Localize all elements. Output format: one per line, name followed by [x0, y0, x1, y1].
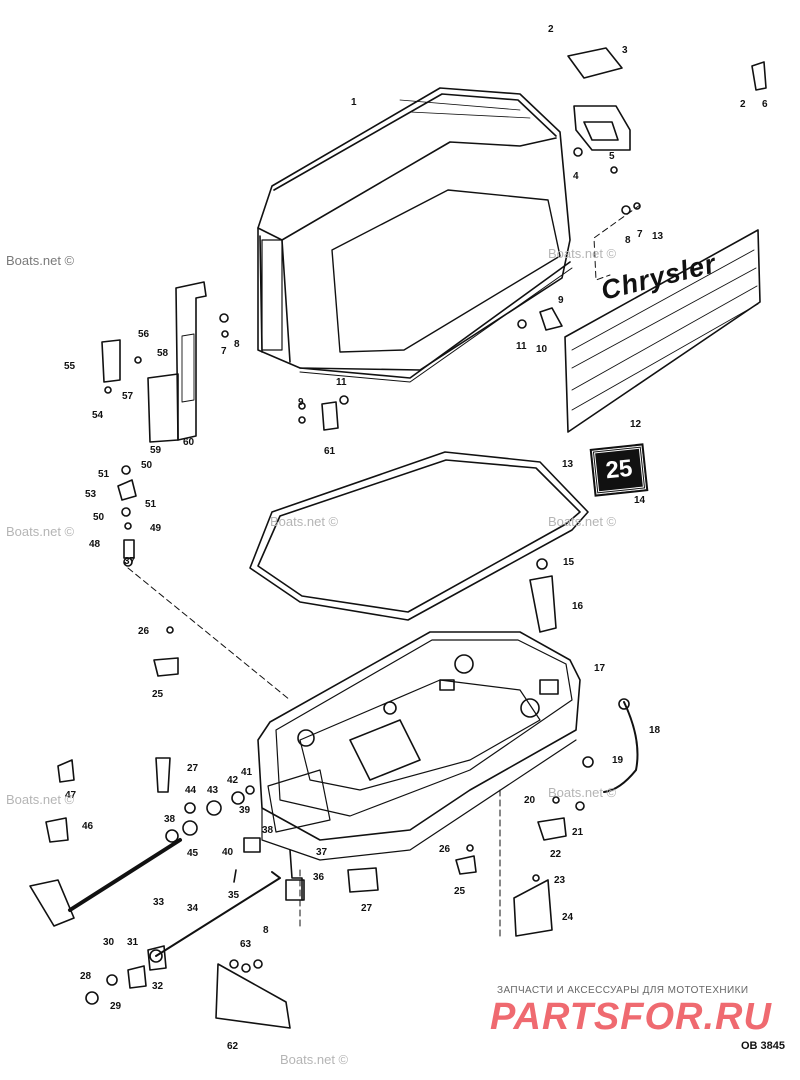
- part-label: 8: [625, 235, 631, 246]
- part-label: 8: [234, 339, 240, 350]
- part-label: 38: [164, 814, 176, 825]
- part-label: 11: [516, 341, 527, 352]
- part-label: 27: [361, 903, 373, 914]
- part-label: 48: [89, 539, 101, 550]
- part-label: 5: [609, 151, 615, 162]
- part-label: 37: [316, 847, 328, 858]
- part-label: 59: [150, 445, 162, 456]
- part-label: 50: [93, 512, 105, 523]
- part-label: 58: [157, 348, 169, 359]
- site-watermark: Boats.net ©: [270, 514, 339, 529]
- site-watermark: Boats.net ©: [6, 792, 75, 807]
- engine-cover: [257, 87, 573, 383]
- part-label: 3: [622, 45, 628, 56]
- part-label: 25: [152, 689, 164, 700]
- part-label: 16: [572, 601, 584, 612]
- part-label: 63: [240, 939, 252, 950]
- part-label: 13: [652, 231, 664, 242]
- part-label: 30: [103, 937, 115, 948]
- part-label: 21: [572, 827, 584, 838]
- part-label: 56: [138, 329, 150, 340]
- part-label: 35: [228, 890, 240, 901]
- part-label: 4: [573, 171, 579, 182]
- part-label: 9: [298, 397, 304, 408]
- site-watermark: Boats.net ©: [6, 524, 75, 539]
- part-label: 51: [98, 469, 110, 480]
- part-label: 55: [64, 361, 76, 372]
- part-label: 19: [612, 755, 624, 766]
- part-label: 46: [82, 821, 94, 832]
- part-label: 29: [110, 1001, 122, 1012]
- part-label: 49: [150, 523, 162, 534]
- part-label: 40: [222, 847, 234, 858]
- part-label: 11: [336, 377, 347, 388]
- shift-linkage: [29, 757, 379, 1029]
- part-label: 25: [454, 886, 466, 897]
- site-watermark: Boats.net ©: [548, 246, 617, 261]
- part-label: 18: [649, 725, 661, 736]
- latch-hardware-left: [101, 281, 207, 567]
- site-watermark: Boats.net ©: [280, 1052, 349, 1067]
- latch-hardware-top: [219, 47, 767, 431]
- part-label: 1: [351, 97, 357, 108]
- store-logo-watermark: PARTSFOR.RU: [490, 996, 772, 1038]
- part-label: 24: [562, 912, 574, 923]
- part-label: 9: [558, 295, 564, 306]
- part-label: 51: [145, 499, 157, 510]
- part-label: 8: [263, 925, 269, 936]
- part-label: 37: [124, 556, 136, 567]
- part-label: 38: [262, 825, 274, 836]
- site-watermark: Boats.net ©: [548, 785, 617, 800]
- part-label: 44: [185, 785, 197, 796]
- part-label: 41: [241, 767, 253, 778]
- part-label: 57: [122, 391, 134, 402]
- hp-decal-badge: 25: [589, 443, 649, 497]
- part-label: 23: [554, 875, 566, 886]
- store-caption-watermark: ЗАПЧАСТИ И АКСЕССУАРЫ ДЛЯ МОТОТЕХНИКИ: [497, 985, 749, 996]
- site-watermark: Boats.net ©: [548, 514, 617, 529]
- leader-lines: [127, 204, 641, 941]
- part-label: 20: [524, 795, 536, 806]
- part-label: 61: [324, 446, 336, 457]
- part-label: 13: [562, 459, 574, 470]
- part-label: 33: [153, 897, 165, 908]
- part-label: 34: [187, 903, 199, 914]
- part-label: 27: [187, 763, 199, 774]
- part-label: 50: [141, 460, 153, 471]
- part-label: 26: [138, 626, 150, 637]
- lower-motor-pan: [257, 631, 581, 861]
- part-label: 45: [187, 848, 199, 859]
- drawing-code: OB 3845: [741, 1040, 786, 1052]
- part-label: 32: [152, 981, 164, 992]
- part-label: 36: [313, 872, 325, 883]
- part-label: 7: [221, 346, 227, 357]
- part-label: 22: [550, 849, 562, 860]
- hardware-right: [153, 558, 639, 937]
- part-label: 2: [740, 99, 746, 110]
- part-label: 39: [239, 805, 251, 816]
- cover-seal-gasket: [249, 451, 589, 621]
- part-label: 54: [92, 410, 104, 421]
- part-label: 31: [127, 937, 139, 948]
- part-label: 26: [439, 844, 451, 855]
- part-label: 28: [80, 971, 92, 982]
- part-label: 2: [548, 24, 554, 35]
- part-label: 12: [630, 419, 642, 430]
- part-label: 62: [227, 1041, 239, 1052]
- part-label: 7: [637, 229, 643, 240]
- part-label: 42: [227, 775, 239, 786]
- part-label: 15: [563, 557, 575, 568]
- site-watermark: Boats.net ©: [6, 253, 75, 268]
- part-label: 53: [85, 489, 97, 500]
- part-label: 14: [634, 495, 646, 506]
- part-label: 47: [65, 790, 77, 801]
- part-label: 60: [183, 437, 195, 448]
- part-label: 17: [594, 663, 606, 674]
- part-label: 10: [536, 344, 548, 355]
- side-decal-panel: [564, 229, 761, 433]
- part-label: 6: [762, 99, 768, 110]
- part-label: 43: [207, 785, 219, 796]
